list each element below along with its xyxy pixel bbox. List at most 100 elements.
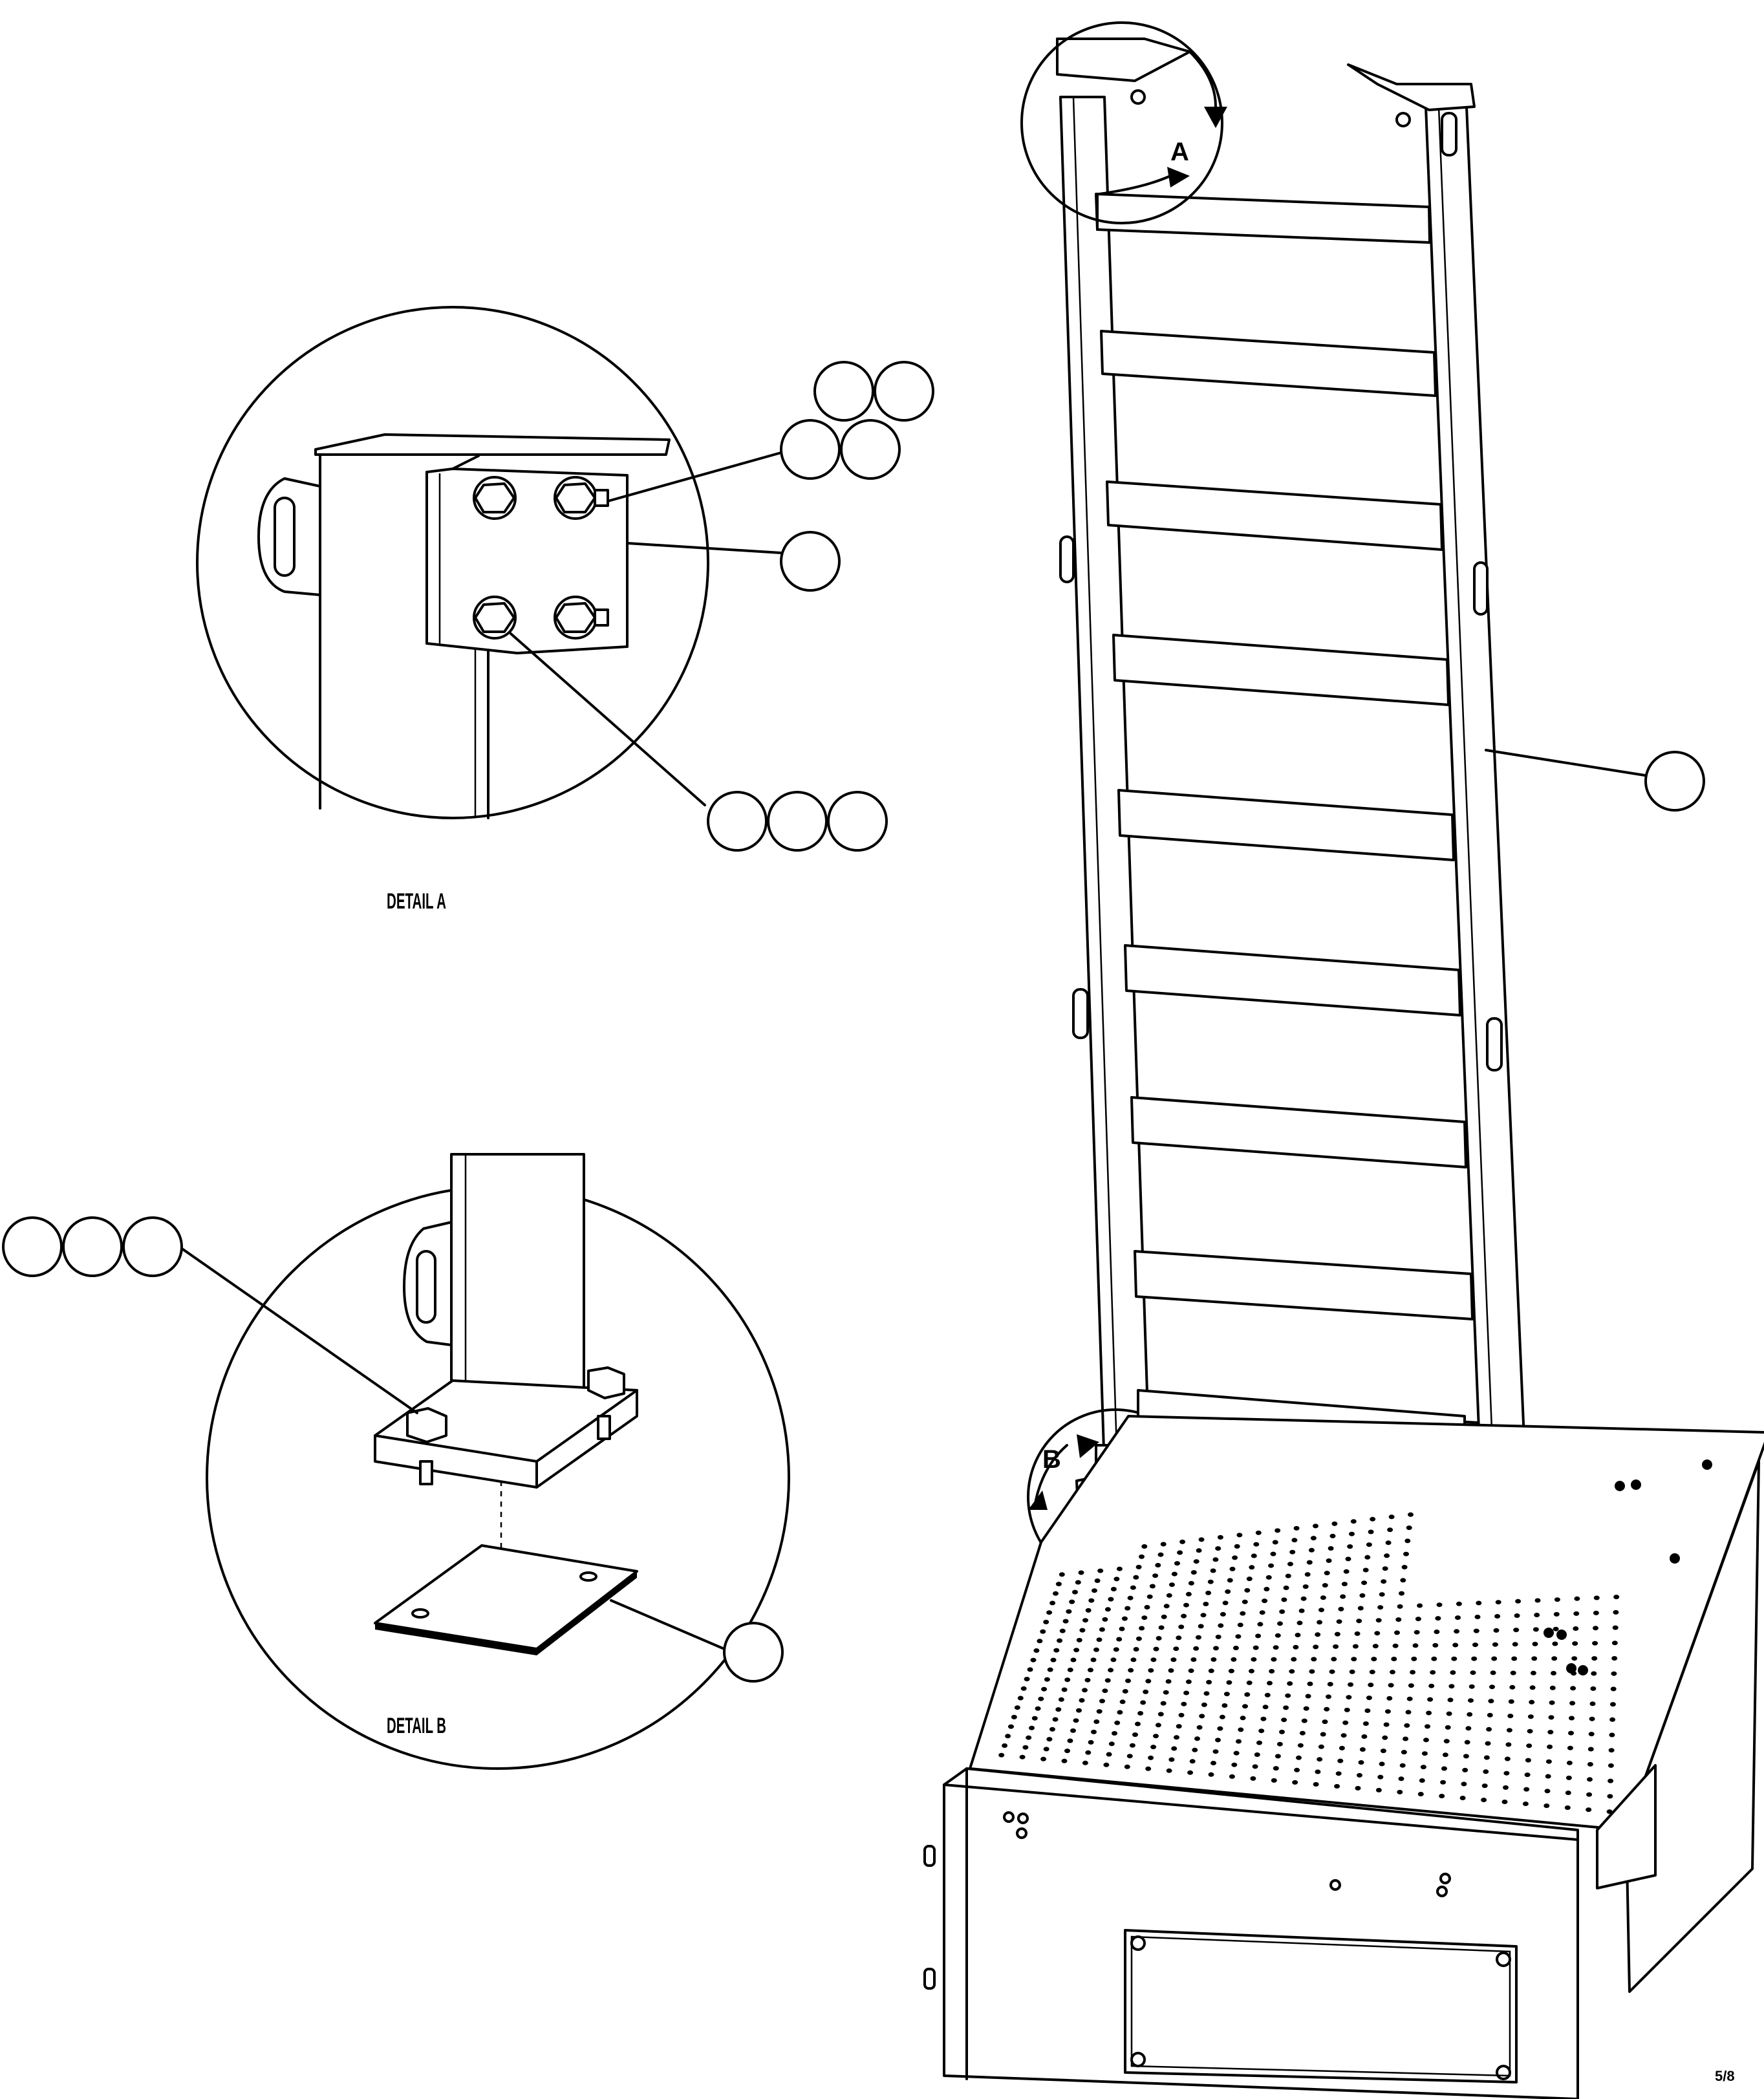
perforation-hole — [1490, 1670, 1496, 1675]
perforation-hole — [1254, 1752, 1260, 1757]
perforation-hole — [1008, 1724, 1014, 1729]
perforation-hole — [1492, 1642, 1498, 1647]
perforation-hole — [1352, 1644, 1359, 1649]
perforation-hole — [1183, 1690, 1190, 1695]
perforation-hole — [1573, 1626, 1579, 1631]
callout-balloon — [840, 419, 901, 480]
perforation-hole — [1168, 1757, 1175, 1762]
perforation-hole — [1476, 1600, 1482, 1606]
perforation-hole — [1232, 1555, 1238, 1560]
perforation-hole — [1526, 1743, 1533, 1749]
perforation-hole — [1322, 1583, 1328, 1588]
perforation-hole — [1450, 1670, 1456, 1675]
perforation-hole — [1160, 1542, 1167, 1547]
perforation-hole — [1072, 1589, 1078, 1595]
perforation-hole — [1432, 1642, 1439, 1648]
perforation-hole — [1170, 1657, 1177, 1663]
perforation-hole — [1436, 1602, 1443, 1608]
perforation-hole — [1565, 1791, 1571, 1795]
detail-b-label: DETAIL B — [387, 1714, 446, 1738]
perforation-hole — [1113, 1577, 1120, 1582]
perforation-hole — [1294, 1767, 1300, 1772]
perforation-hole — [998, 1752, 1005, 1758]
perforation-hole — [1233, 1750, 1240, 1756]
perforation-hole — [1201, 1702, 1207, 1707]
ladder-rung — [1134, 1250, 1474, 1320]
perforation-hole — [1257, 1622, 1264, 1627]
perforation-hole — [1124, 1606, 1131, 1611]
perforation-hole — [1199, 1714, 1205, 1719]
rail-tab — [1072, 988, 1089, 1039]
perforation-hole — [1232, 1646, 1239, 1650]
ladder-rung — [1112, 634, 1450, 706]
detail-b-base-plate — [374, 1379, 638, 1489]
perforation-hole — [1564, 1805, 1571, 1810]
perforation-hole — [1467, 1712, 1473, 1717]
perforation-hole — [1379, 1761, 1385, 1767]
perforation-hole — [1149, 1584, 1156, 1589]
perforation-hole — [1215, 1738, 1221, 1743]
perforation-hole — [1226, 1680, 1232, 1685]
perforation-hole — [1307, 1681, 1313, 1686]
perforation-hole — [1064, 1677, 1071, 1683]
perforation-hole — [1386, 1695, 1393, 1701]
perforation-hole — [1512, 1642, 1518, 1647]
perforation-hole — [1228, 1668, 1234, 1674]
perforation-hole — [1568, 1730, 1574, 1736]
perforation-hole — [1328, 1546, 1334, 1551]
perforation-hole — [1210, 1568, 1216, 1573]
perforation-hole — [1340, 1594, 1346, 1599]
perforation-hole — [1391, 1657, 1397, 1661]
perforation-hole — [1515, 1598, 1522, 1604]
perforation-hole — [1219, 1714, 1225, 1719]
perforation-hole — [1161, 1614, 1167, 1619]
perforation-hole — [1326, 1558, 1332, 1563]
perforation-hole — [1103, 1762, 1110, 1767]
perforation-hole — [1387, 1527, 1393, 1533]
perforation-hole — [1299, 1730, 1306, 1736]
perforation-hole — [1310, 1536, 1317, 1541]
perforation-hole — [1320, 1732, 1326, 1737]
callout-balloon — [723, 1622, 784, 1683]
perforation-hole — [1114, 1720, 1121, 1725]
perforation-hole — [1408, 1512, 1414, 1517]
perforation-hole — [1183, 1602, 1189, 1608]
perforation-hole — [1116, 1637, 1123, 1642]
perforation-hole — [1340, 1733, 1347, 1738]
perforation-hole — [1366, 1695, 1372, 1701]
perforation-hole — [1276, 1741, 1283, 1747]
perforation-hole — [1461, 1781, 1467, 1787]
perforation-hole — [1275, 1633, 1281, 1638]
ladder-rung — [1106, 480, 1443, 551]
perforation-hole — [1069, 1599, 1075, 1604]
perforation-hole — [1322, 1719, 1328, 1725]
callout-balloon — [707, 791, 768, 852]
perforation-hole — [1364, 1708, 1371, 1713]
ladder-rung — [1130, 1096, 1467, 1168]
perforation-hole — [1459, 1796, 1466, 1800]
perforation-hole — [1405, 1710, 1412, 1715]
perforation-hole — [1104, 1678, 1111, 1683]
perforation-hole — [1331, 1521, 1338, 1526]
perforation-hole — [1017, 1695, 1024, 1701]
perforation-hole — [1255, 1633, 1262, 1639]
perforation-hole — [1388, 1683, 1394, 1688]
perforation-hole — [1058, 1697, 1064, 1702]
perforation-hole — [1265, 1575, 1272, 1580]
perforation-hole — [1324, 1571, 1330, 1576]
perforation-hole — [1117, 1710, 1123, 1715]
perforation-hole — [1132, 1732, 1138, 1738]
perforation-hole — [1260, 1716, 1267, 1721]
perforation-hole — [1076, 1637, 1082, 1642]
perforation-hole — [1334, 1631, 1340, 1637]
perforation-hole — [1220, 1611, 1226, 1617]
perforation-hole — [1345, 1556, 1351, 1562]
perforation-hole — [1287, 1681, 1293, 1686]
perforation-hole — [1055, 1582, 1062, 1587]
perforation-hole — [1293, 1525, 1300, 1531]
perforation-hole — [1612, 1625, 1619, 1630]
perforation-hole — [1609, 1702, 1616, 1707]
perforation-hole — [1553, 1626, 1559, 1631]
perforation-hole — [1122, 1689, 1128, 1694]
perforation-hole — [1289, 1669, 1295, 1674]
